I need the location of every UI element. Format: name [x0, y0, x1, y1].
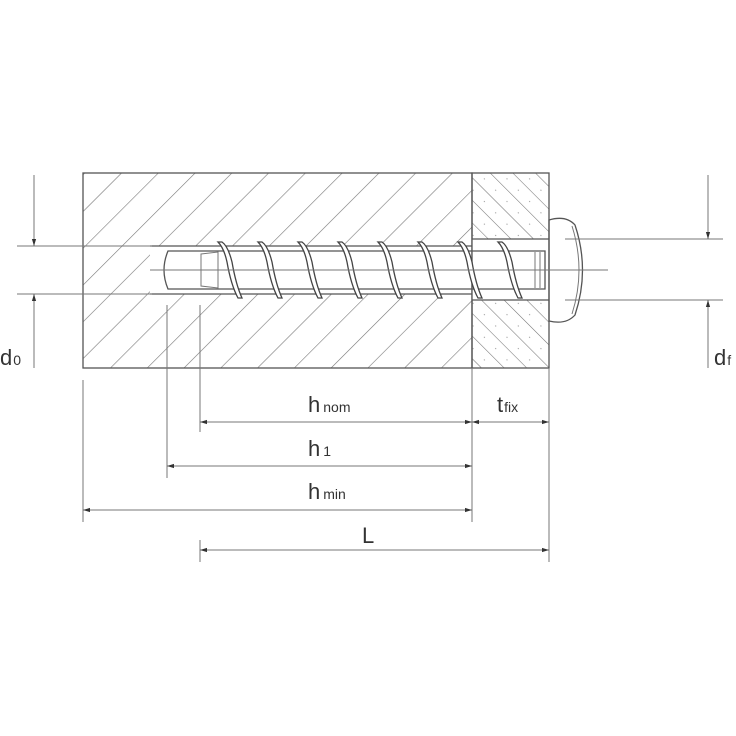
L-dimension: L — [200, 523, 549, 553]
svg-text:L: L — [362, 523, 374, 548]
df-dimension: df — [565, 175, 731, 370]
svg-text:df: df — [714, 345, 731, 370]
screw-head — [548, 217, 584, 323]
hnom-label: h — [308, 392, 320, 417]
h1-label: h — [308, 436, 320, 461]
hmin-label: h — [308, 479, 320, 504]
svg-text:h1: h1 — [308, 436, 331, 461]
svg-text:d0: d0 — [0, 345, 21, 370]
tfix-label: t — [497, 392, 503, 417]
svg-text:tfix: tfix — [497, 392, 518, 417]
df-label: d — [714, 345, 726, 370]
d0-label: d — [0, 345, 12, 370]
L-label: L — [362, 523, 374, 548]
d0-dimension: d0 — [0, 175, 152, 370]
tfix-dimension: tfix — [472, 392, 549, 425]
extension-lines — [82, 305, 550, 562]
